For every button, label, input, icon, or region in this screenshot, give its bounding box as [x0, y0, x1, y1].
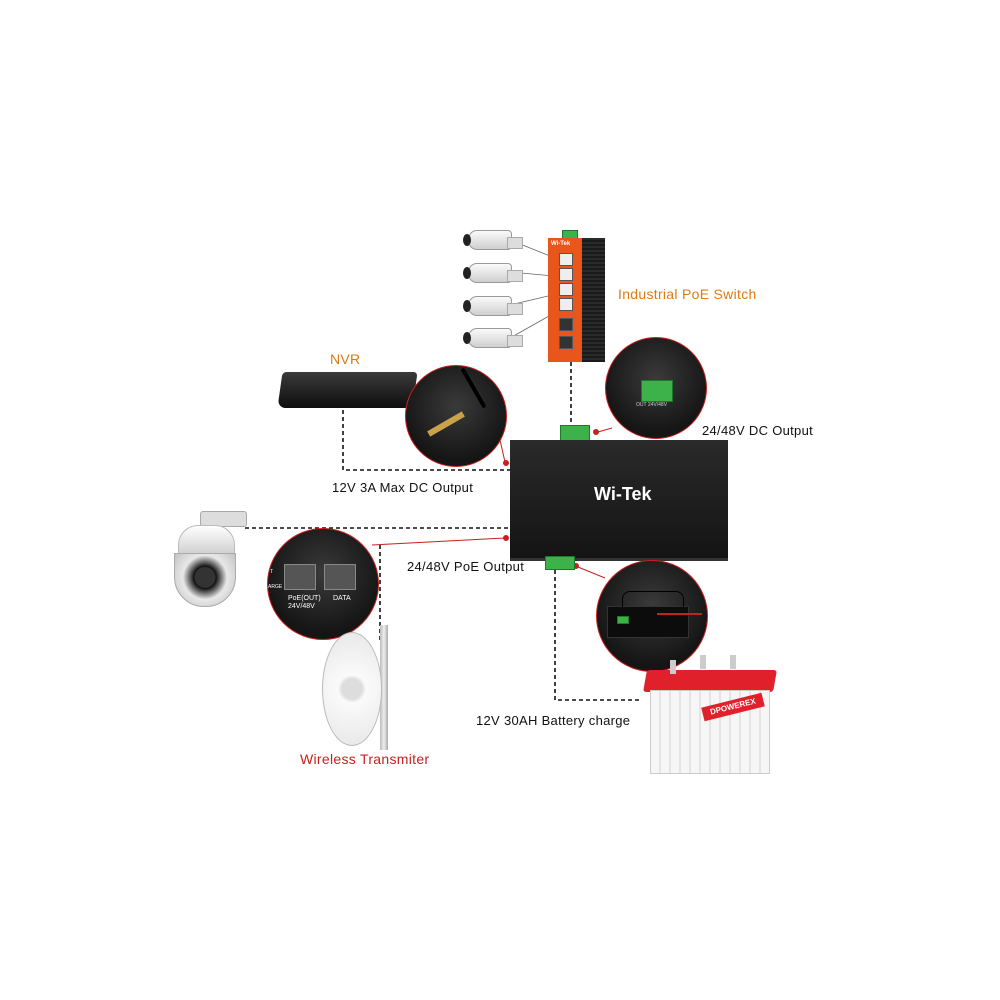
bullet-camera-icon: [463, 328, 523, 348]
wi-tek-logo: Wi-Tek: [594, 484, 652, 504]
dc-output-zoom: OUT 24V/48V: [605, 337, 707, 439]
wireless-dish-icon: [322, 632, 382, 746]
label-24-48v-dc-output: 24/48V DC Output: [702, 423, 814, 438]
industrial-poe-switch: Wi-Tek: [548, 230, 605, 362]
label-battery-charge: 12V 30AH Battery charge: [476, 713, 631, 728]
label-poe-output: 24/48V PoE Output: [407, 559, 525, 574]
label-12v-dc-output: 12V 3A Max DC Output: [332, 480, 474, 495]
nvr-device: [277, 372, 418, 408]
label-wireless-transmitter: Wireless Transmiter: [300, 751, 430, 767]
bullet-camera-icon: [463, 296, 523, 316]
label-industrial-poe-switch: Industrial PoE Switch: [618, 286, 757, 302]
ptz-dome-camera-icon: [170, 505, 248, 607]
poe-port-zoom: PoE(OUT)24V/48V DATA T ARGE: [267, 528, 379, 640]
battery-cable-zoom: [596, 560, 708, 672]
dc-terminal-bottom: [545, 556, 575, 570]
bullet-camera-icon: [463, 263, 523, 283]
dc-plug-zoom: [405, 365, 507, 467]
label-nvr: NVR: [330, 351, 361, 367]
wi-tek-power-device: Wi-Tek: [510, 440, 728, 561]
antenna-pole: [380, 625, 388, 750]
line-nvr: [342, 410, 510, 471]
battery: DPOWEREX: [640, 655, 780, 775]
bullet-camera-icon: [463, 230, 523, 250]
line-battery: [554, 570, 640, 701]
